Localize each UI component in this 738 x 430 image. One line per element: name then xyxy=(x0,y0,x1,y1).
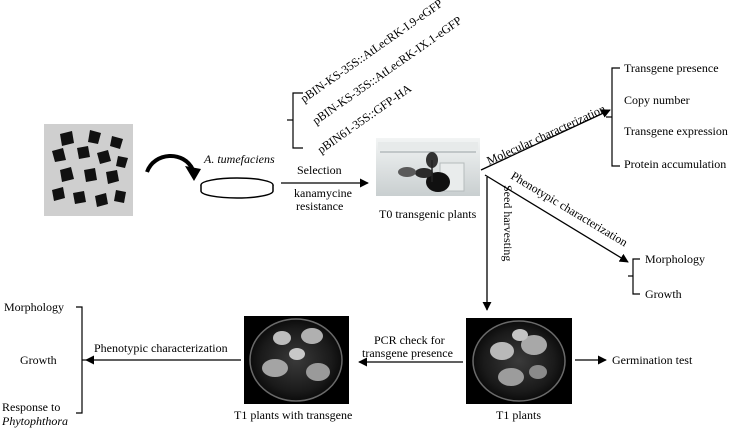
molecular-heading: Molecular characterization xyxy=(484,102,607,168)
phenotypic-t1-item-3: Response to xyxy=(2,400,60,414)
pcr-label-2: transgene presence xyxy=(362,346,453,360)
curved-arrow-head xyxy=(185,166,201,181)
kanamycine-label: kanamycine xyxy=(294,186,352,200)
phenotypic-t0-item-1: Morphology xyxy=(645,252,705,266)
phenotypic-t0-bracket xyxy=(628,258,640,295)
phenotypic-t1-item-2: Growth xyxy=(20,353,57,367)
phenotypic-t1-heading: Phenotypic characterization xyxy=(94,341,228,355)
molecular-bracket xyxy=(606,67,620,167)
phenotypic-t1-item-1: Morphology xyxy=(4,300,64,314)
t0-plants-photo xyxy=(376,138,480,196)
molecular-item-1: Transgene presence xyxy=(624,61,719,75)
plasmid-bracket xyxy=(287,92,303,149)
t1-caption: T1 plants xyxy=(496,408,541,422)
pcr-label-1: PCR check for xyxy=(374,333,445,347)
t0-caption: T0 transgenic plants xyxy=(379,207,477,221)
phenotypic-t0-heading: Phenotypic characterization xyxy=(508,169,630,250)
phenotypic-t0-item-2: Growth xyxy=(645,287,682,301)
resistance-label: resistance xyxy=(296,199,343,213)
molecular-arrow xyxy=(480,109,611,171)
seed-harvesting-label: Seed harvesting xyxy=(501,185,515,261)
germination-label: Germination test xyxy=(612,353,693,367)
phenotypic-t1-bracket xyxy=(76,306,86,414)
phenotypic-t1-item-4: Phytophthora xyxy=(1,414,68,428)
phenotypic-arrow xyxy=(484,174,629,263)
molecular-item-4: Protein accumulation xyxy=(624,157,726,171)
t1-transgene-photo xyxy=(244,316,349,404)
molecular-item-3: Transgene expression xyxy=(624,124,728,138)
t1-transgene-caption: T1 plants with transgene xyxy=(234,408,352,422)
petri-dish-icon xyxy=(200,177,274,199)
selection-label: Selection xyxy=(297,163,342,177)
molecular-item-2: Copy number xyxy=(624,93,690,107)
t1-plants-photo xyxy=(466,318,572,404)
agro-label: A. tumefaciens xyxy=(203,152,275,166)
curved-arrow xyxy=(145,154,195,173)
leaf-discs-photo xyxy=(44,124,133,216)
